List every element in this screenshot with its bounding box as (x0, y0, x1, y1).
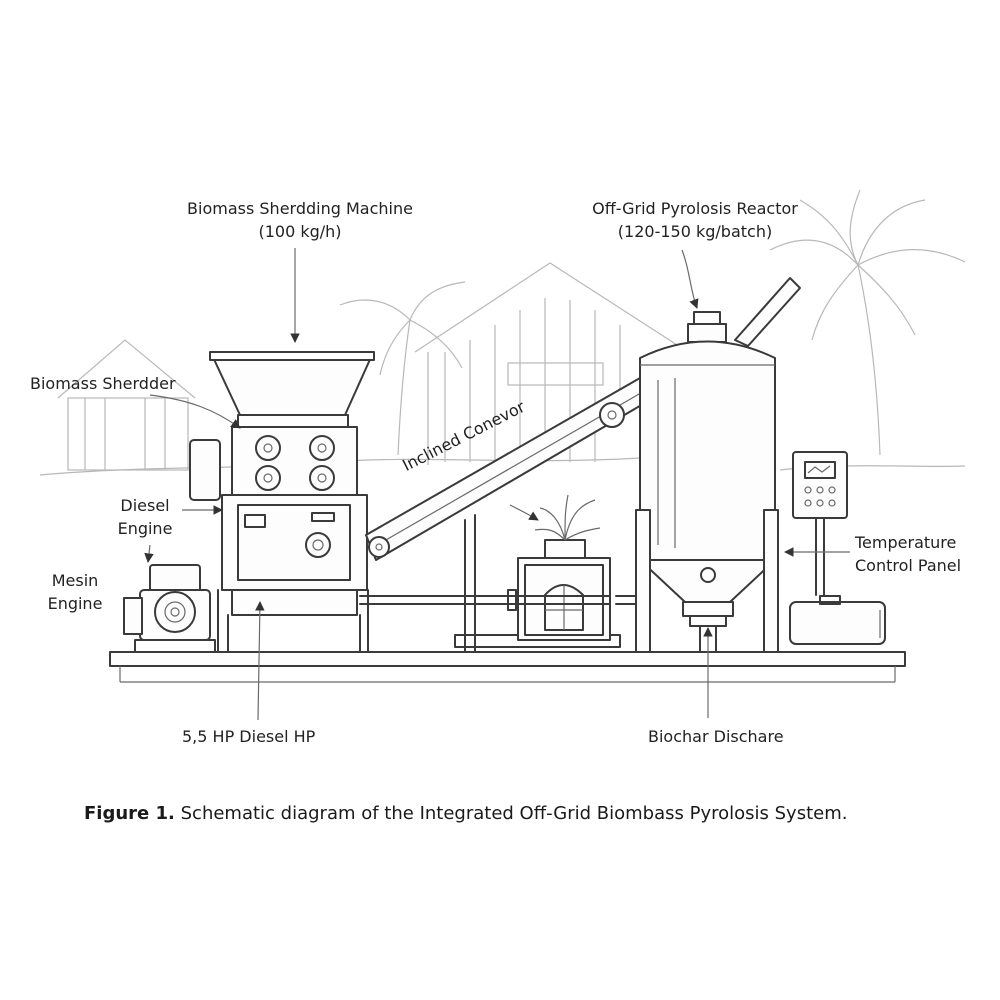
temperature-control-panel (792, 451, 848, 596)
temperature-control-panel-label-line2: Control Panel (855, 556, 962, 575)
mesin-engine (123, 564, 216, 653)
biomass-furnace (517, 494, 611, 641)
diesel-engine-label-line1: Diesel (120, 496, 170, 515)
pyrolysis-reactor-label: Off-Grid Pyrolosis Reactor (120-150 kg/b… (560, 197, 830, 243)
fuel-tank (789, 595, 886, 645)
pointer-arrows (144, 248, 850, 721)
figure-caption-prefix: Figure 1. (84, 803, 175, 824)
background-palm-tree (769, 189, 966, 456)
biomass-shredder-label: Biomass Sherdder (30, 374, 176, 393)
background-barn (414, 262, 689, 465)
figure-caption-text: Schematic diagram of the Integrated Off-… (180, 803, 848, 824)
pyrolysis-reactor (635, 277, 801, 653)
background-scenery (39, 189, 966, 476)
shredding-machine-label-line2: (100 kg/h) (258, 222, 342, 241)
background-palm-tree-left (339, 281, 466, 456)
temperature-control-panel-label-line1: Temperature (855, 533, 957, 552)
diesel-hp-label: 5,5 HP Diesel HP (182, 727, 316, 746)
biochar-discharge-label: Biochar Dischare (648, 727, 784, 746)
shredding-machine (189, 351, 375, 653)
shredding-machine-label: Biomass Sherdding Machine (100 kg/h) (165, 197, 435, 243)
base-platform (109, 651, 906, 683)
mesin-engine-label-line1: Mesin (51, 571, 99, 590)
background-hut (57, 339, 196, 471)
pyrolysis-reactor-label-line1: Off-Grid Pyrolosis Reactor (592, 199, 798, 218)
figure-caption: Figure 1. Schematic diagram of the Integ… (84, 803, 847, 824)
mesin-engine-label: Mesin Engine (35, 569, 115, 615)
temperature-control-panel-label: Temperature Control Panel (855, 531, 961, 577)
shredding-machine-label-line1: Biomass Sherdding Machine (187, 199, 413, 218)
diesel-engine-label-line2: Engine (117, 519, 173, 538)
pyrolysis-reactor-label-line2: (120-150 kg/batch) (617, 222, 773, 241)
diesel-engine-label: Diesel Engine (105, 494, 185, 540)
mesin-engine-label-line2: Engine (47, 594, 103, 613)
